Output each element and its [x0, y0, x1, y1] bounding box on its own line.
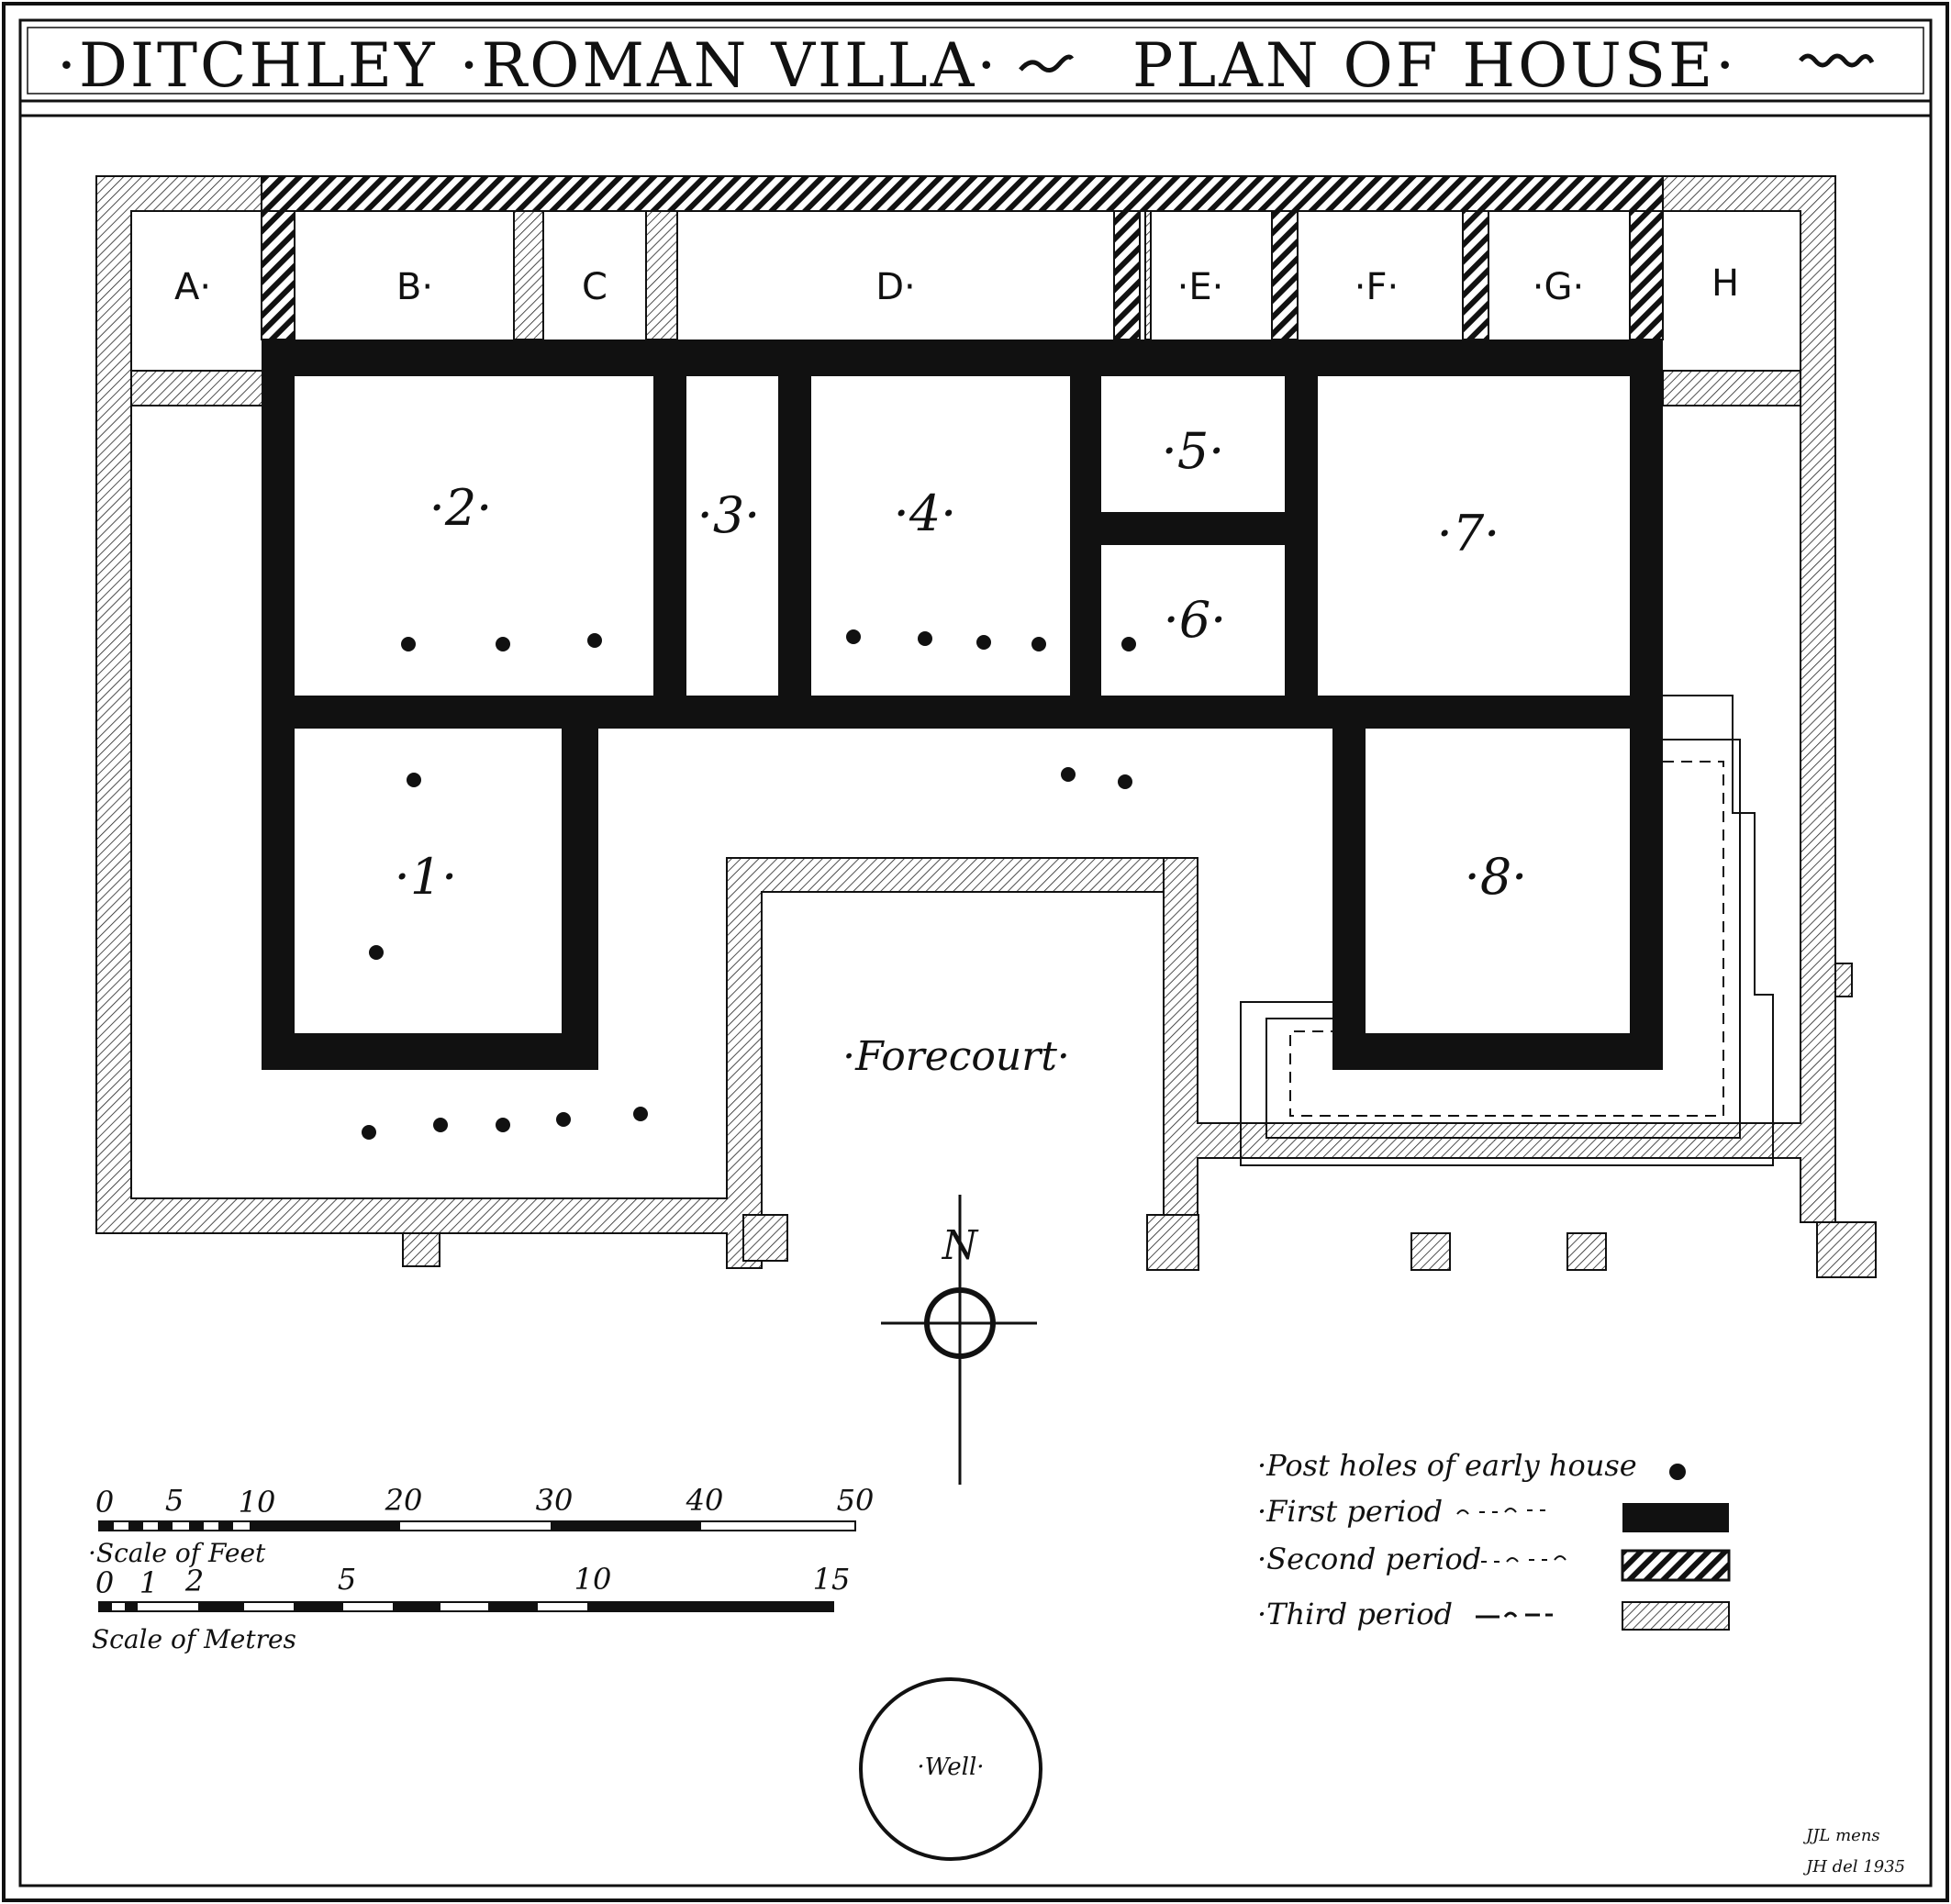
feet-tick-label: 50 — [837, 1483, 875, 1518]
legend-second-period-label: ·Second period — [1257, 1542, 1481, 1576]
metres-tick-label: 5 — [338, 1562, 356, 1597]
post-hole — [1061, 767, 1076, 782]
metres-tick-label: 15 — [813, 1562, 851, 1597]
room-label-f: ·F· — [1355, 266, 1399, 308]
plan-title-right: PLAN OF HOUSE· — [1132, 30, 1737, 101]
room-label-8: ·8· — [1465, 848, 1528, 906]
legend-post-hole-dot — [1669, 1464, 1686, 1480]
metres-tick-label: 10 — [574, 1562, 612, 1597]
feet-tick-label: 0 — [95, 1485, 114, 1520]
room-label-3: ·3· — [697, 486, 761, 544]
room-labels: A· B· C D· ·E· ·F· ·G· H ·1· ·2· ·3· ·4·… — [174, 262, 1739, 1080]
post-hole — [976, 635, 991, 650]
second-period-walls — [261, 175, 1664, 340]
later-wall-traces — [1240, 695, 1774, 1166]
feet-tick-label: 40 — [686, 1483, 724, 1518]
well: ·Well· — [859, 1677, 1042, 1861]
room-label-6: ·6· — [1164, 591, 1227, 649]
scale-feet-label: ·Scale of Feet — [88, 1538, 266, 1568]
feet-tick-label: 20 — [385, 1483, 423, 1518]
room-label-e: ·E· — [1177, 266, 1224, 308]
post-hole — [401, 637, 416, 651]
north-label: N — [942, 1222, 979, 1269]
legend-second-period-swatch — [1621, 1549, 1731, 1582]
post-hole — [556, 1112, 571, 1127]
feet-tick-label: 30 — [536, 1483, 574, 1518]
first-period-walls — [262, 340, 1663, 1070]
credit: JJL mens JH del 1935 — [1802, 1826, 1905, 1876]
title-flourish-middle — [1019, 54, 1075, 72]
room-label-d: D· — [875, 266, 916, 308]
legend-post-holes-label: ·Post holes of early house — [1257, 1448, 1637, 1483]
legend: ·Post holes of early house ·First period… — [1257, 1448, 1731, 1631]
forecourt-label: ·Forecourt· — [842, 1033, 1070, 1080]
post-hole — [1118, 774, 1132, 789]
feet-tick-label: 5 — [165, 1483, 184, 1518]
room-label-h: H — [1711, 262, 1739, 305]
scale-metres-label: Scale of Metres — [92, 1624, 296, 1654]
post-hole — [407, 773, 421, 787]
legend-first-period-label: ·First period — [1257, 1494, 1443, 1529]
room-label-7: ·7· — [1437, 505, 1500, 562]
credit-line-2: JH del 1935 — [1802, 1857, 1905, 1876]
feet-tick-label: 10 — [239, 1485, 276, 1520]
post-hole — [1031, 637, 1046, 651]
post-hole — [496, 1118, 510, 1132]
legend-first-period-swatch — [1622, 1503, 1729, 1532]
post-hole — [633, 1107, 648, 1121]
room-label-2: ·2· — [429, 479, 493, 537]
legend-third-period-swatch — [1622, 1601, 1730, 1631]
room-label-1: ·1· — [395, 848, 458, 906]
legend-third-period-label: ·Third period — [1257, 1597, 1453, 1631]
post-hole — [918, 631, 932, 646]
plan-title-left: ·DITCHLEY ·ROMAN VILLA· — [57, 30, 998, 101]
well-label: ·Well· — [917, 1754, 984, 1781]
metres-tick-label: 0 — [95, 1565, 114, 1600]
room-label-c: C — [582, 266, 608, 308]
post-hole — [1121, 637, 1136, 651]
post-hole — [362, 1125, 376, 1140]
metres-tick-label: 2 — [184, 1564, 204, 1598]
room-label-a: A· — [174, 266, 211, 308]
title-flourish-end — [1799, 53, 1875, 68]
scale-feet: 0 5 10 20 30 40 50 ·Scale of Feet — [88, 1483, 874, 1568]
room-label-b: B· — [396, 266, 433, 308]
third-period-walls — [95, 175, 1877, 1278]
scale-metres: 0 1 2 5 10 15 Scale of Metres — [92, 1562, 850, 1654]
post-holes — [362, 629, 1136, 1140]
post-hole — [433, 1118, 448, 1132]
post-hole — [496, 637, 510, 651]
credit-line-1: JJL mens — [1802, 1826, 1880, 1845]
room-label-g: ·G· — [1533, 266, 1584, 308]
north-arrow: N — [881, 1195, 1037, 1485]
post-hole — [587, 633, 602, 648]
room-label-5: ·5· — [1162, 422, 1225, 480]
post-hole — [846, 629, 861, 644]
metres-tick-label: 1 — [139, 1565, 158, 1600]
post-hole — [369, 945, 384, 960]
room-label-4: ·4· — [894, 484, 957, 542]
title-bar: ·DITCHLEY ·ROMAN VILLA· PLAN OF HOUSE· — [18, 18, 1933, 117]
